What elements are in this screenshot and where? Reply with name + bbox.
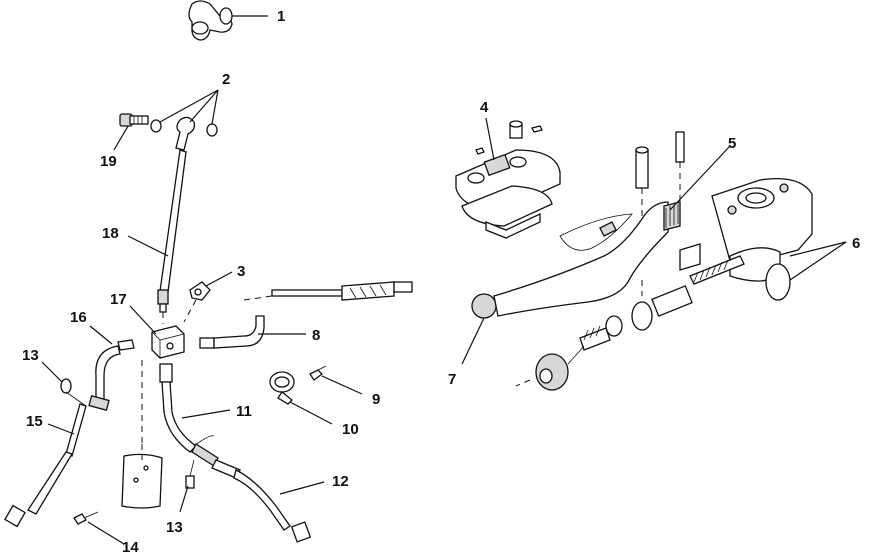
part-11-brake-line bbox=[159, 363, 219, 467]
axis-3 bbox=[183, 299, 197, 323]
callout-10: 10 bbox=[342, 421, 359, 438]
leader-17 bbox=[129, 305, 157, 335]
leader-3 bbox=[205, 271, 233, 287]
part-5-reservoir-body bbox=[663, 201, 681, 231]
leader-15 bbox=[47, 423, 75, 435]
callout-15: 15 bbox=[26, 413, 43, 430]
leader-19 bbox=[113, 125, 129, 151]
callout-17: 17 bbox=[110, 291, 127, 308]
leader-6b bbox=[789, 241, 847, 281]
part-13-clip-upper bbox=[60, 378, 87, 407]
leader-6a bbox=[789, 241, 847, 257]
part-13-clip-lower bbox=[185, 459, 195, 489]
leader-2b bbox=[189, 89, 219, 123]
callout-12: 12 bbox=[332, 473, 349, 490]
callout-14: 14 bbox=[122, 539, 139, 555]
leader-9 bbox=[321, 375, 363, 395]
leader-12 bbox=[279, 481, 325, 495]
callout-13-upper: 13 bbox=[22, 347, 39, 364]
callout-19: 19 bbox=[100, 153, 117, 170]
leader-18 bbox=[127, 235, 169, 257]
leader-7 bbox=[461, 317, 485, 365]
callout-6: 6 bbox=[852, 235, 860, 252]
part-2-crush-washers bbox=[150, 116, 218, 151]
part-14-bracket bbox=[121, 453, 163, 509]
leader-11 bbox=[181, 409, 231, 419]
axis-8 bbox=[243, 295, 273, 301]
leader-13b bbox=[179, 485, 189, 513]
callout-13-lower: 13 bbox=[166, 519, 183, 536]
part-18-brake-line-upper bbox=[157, 149, 187, 313]
part-17-junction-block bbox=[151, 325, 185, 359]
callout-8: 8 bbox=[312, 327, 320, 344]
callout-18: 18 bbox=[102, 225, 119, 242]
part-14-bolt bbox=[73, 511, 99, 525]
part-9-screw bbox=[309, 365, 327, 381]
leader-13a bbox=[41, 361, 63, 383]
part-19-banjo-bolt bbox=[119, 113, 149, 127]
callout-4: 4 bbox=[480, 99, 489, 116]
part-3-fitting bbox=[189, 281, 211, 301]
leader-14 bbox=[87, 521, 125, 545]
part-pin-upper bbox=[635, 131, 685, 236]
part-16-brake-line-left bbox=[88, 339, 135, 411]
leader-2a bbox=[159, 89, 219, 123]
leader-4 bbox=[485, 117, 495, 161]
part-12-brake-line bbox=[211, 459, 312, 543]
leader-16 bbox=[89, 325, 113, 345]
callout-11: 11 bbox=[236, 403, 252, 420]
part-piston-assembly bbox=[515, 255, 745, 391]
part-7-brake-lever bbox=[471, 201, 669, 319]
part-6-master-cylinder bbox=[679, 177, 813, 301]
leader-5 bbox=[669, 145, 731, 211]
part-10-hose-clamp bbox=[269, 371, 295, 405]
leader-2c bbox=[211, 89, 219, 125]
callout-1: 1 bbox=[277, 8, 285, 25]
callout-9: 9 bbox=[372, 391, 380, 408]
part-4-reservoir-cover bbox=[455, 120, 561, 239]
part-15-brake-line-lower-left bbox=[4, 403, 87, 528]
callout-labels: 1 2 3 4 5 6 7 8 9 10 11 12 13 13 14 15 1… bbox=[22, 8, 860, 555]
callout-2: 2 bbox=[222, 71, 230, 88]
part-1-tee-fitting bbox=[188, 0, 233, 41]
leader-10 bbox=[289, 401, 333, 425]
callout-16: 16 bbox=[70, 309, 87, 326]
part-8-brake-hose bbox=[199, 281, 413, 349]
callout-3: 3 bbox=[237, 263, 245, 280]
callout-5: 5 bbox=[728, 135, 736, 152]
callout-7: 7 bbox=[448, 371, 456, 388]
